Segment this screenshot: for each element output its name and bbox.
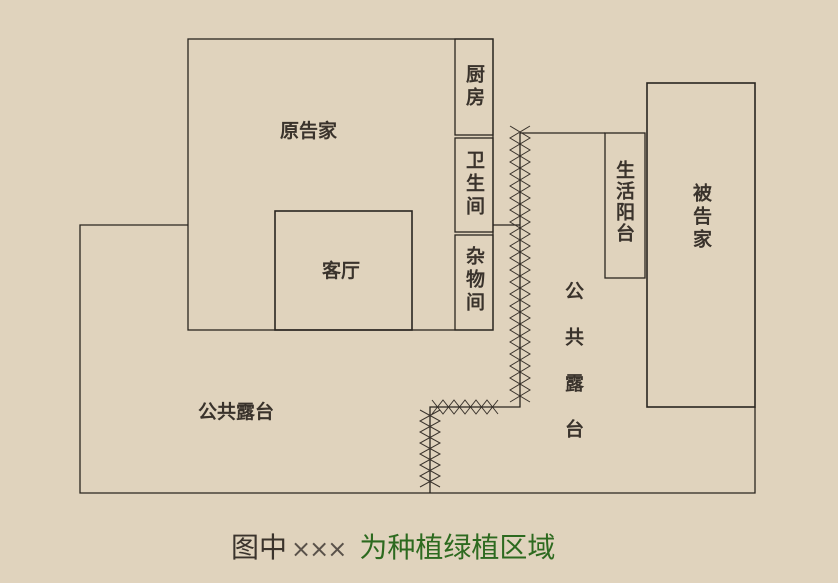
public-terrace-left-label: 公共露台 (198, 401, 275, 423)
hedge-marker-icon: ××× (291, 535, 347, 563)
corridor-boundary (429, 133, 521, 493)
bathroom-label: 卫生间 (463, 150, 485, 219)
kitchen-label: 厨房 (463, 64, 485, 110)
planting-hedge (418, 125, 531, 488)
living-room (274, 210, 413, 331)
hedge-zigzag (418, 409, 442, 488)
plaintiff-home-label: 原告家 (280, 120, 338, 142)
defendant-home-outline (646, 82, 756, 408)
kitchen-room (454, 38, 494, 136)
living-room-label: 客厅 (322, 260, 361, 282)
storage-label: 杂物间 (463, 246, 485, 315)
legend-prefix: 图中 (231, 531, 288, 564)
hedge-zigzag (431, 399, 499, 415)
balcony-label: 生活阳台 (613, 160, 635, 244)
legend-text: 为种植绿植区域 (359, 531, 556, 564)
balcony-outline (604, 132, 646, 279)
public-terrace-right-label: 公共露台 (562, 281, 584, 465)
bathroom-room (454, 137, 494, 233)
left-terrace-outline (79, 224, 756, 494)
defendant-home-label: 被告家 (690, 183, 712, 252)
hedge-zigzag (509, 125, 531, 403)
legend: 图中××× 为种植绿植区域 (231, 530, 555, 567)
hedge-zigzag (431, 399, 499, 415)
storage-room (454, 234, 494, 331)
plaintiff-home-outline (187, 38, 494, 331)
